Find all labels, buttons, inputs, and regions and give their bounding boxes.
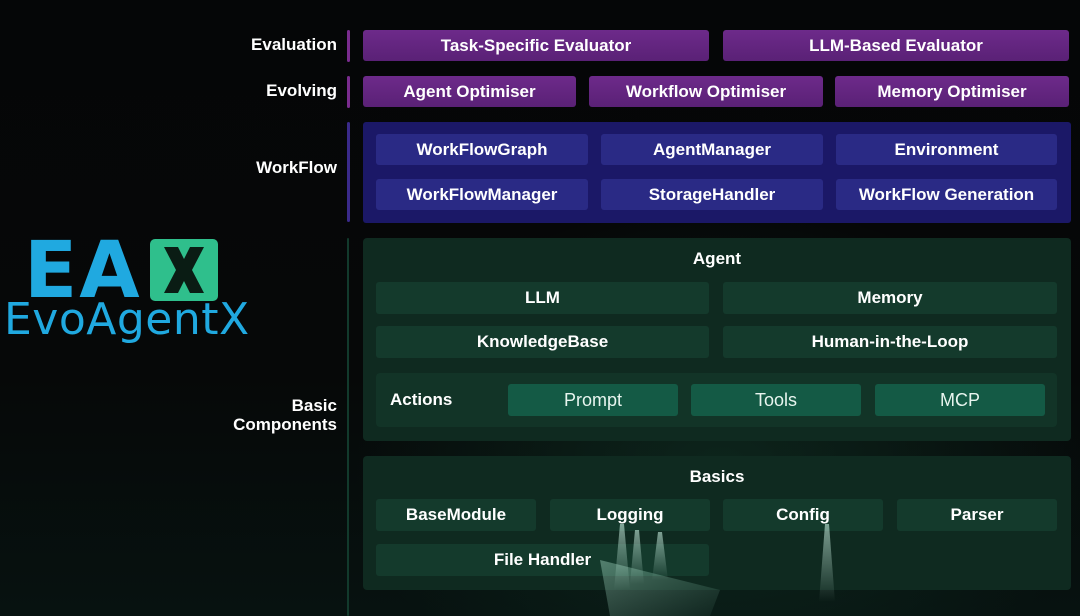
component-llm: LLM	[376, 282, 709, 314]
row-divider	[347, 30, 350, 62]
component-memory-optimiser: Memory Optimiser	[835, 76, 1069, 107]
component-memory: Memory	[723, 282, 1057, 314]
component-agent-optimiser: Agent Optimiser	[363, 76, 576, 107]
component-logging: Logging	[550, 499, 710, 531]
row-label-evolving: Evolving	[266, 81, 337, 100]
row-label-evaluation: Evaluation	[251, 35, 337, 54]
row-label-components: Components	[233, 415, 337, 434]
component-agentmanager: AgentManager	[601, 134, 823, 165]
row-divider	[347, 238, 349, 616]
component-workflowgraph: WorkFlowGraph	[376, 134, 588, 165]
action-mcp: MCP	[875, 384, 1045, 416]
logo-monogram: EA	[24, 226, 142, 316]
row-label-workflow: WorkFlow	[256, 158, 337, 177]
logo-wordmark: EvoAgentX	[4, 294, 250, 345]
row-divider	[347, 76, 350, 108]
component-storagehandler: StorageHandler	[601, 179, 823, 210]
component-file-handler: File Handler	[376, 544, 709, 576]
agent-panel-title: Agent	[692, 249, 742, 268]
component-basemodule: BaseModule	[376, 499, 536, 531]
component-workflow-optimiser: Workflow Optimiser	[589, 76, 823, 107]
action-tools: Tools	[691, 384, 861, 416]
row-label-basic: Basic	[291, 396, 337, 415]
component-llm-based-evaluator: LLM-Based Evaluator	[723, 30, 1069, 61]
component-parser: Parser	[897, 499, 1057, 531]
component-task-specific-evaluator: Task-Specific Evaluator	[363, 30, 709, 61]
component-human-in-the-loop: Human-in-the-Loop	[723, 326, 1057, 358]
component-knowledgebase: KnowledgeBase	[376, 326, 709, 358]
component-config: Config	[723, 499, 883, 531]
actions-label: Actions	[390, 390, 453, 409]
row-divider	[347, 122, 350, 222]
component-workflowmanager: WorkFlowManager	[376, 179, 588, 210]
x-mark-icon	[150, 239, 218, 301]
component-environment: Environment	[836, 134, 1057, 165]
component-workflow-generation: WorkFlow Generation	[836, 179, 1057, 210]
basics-panel-title: Basics	[689, 467, 745, 486]
action-prompt: Prompt	[508, 384, 678, 416]
